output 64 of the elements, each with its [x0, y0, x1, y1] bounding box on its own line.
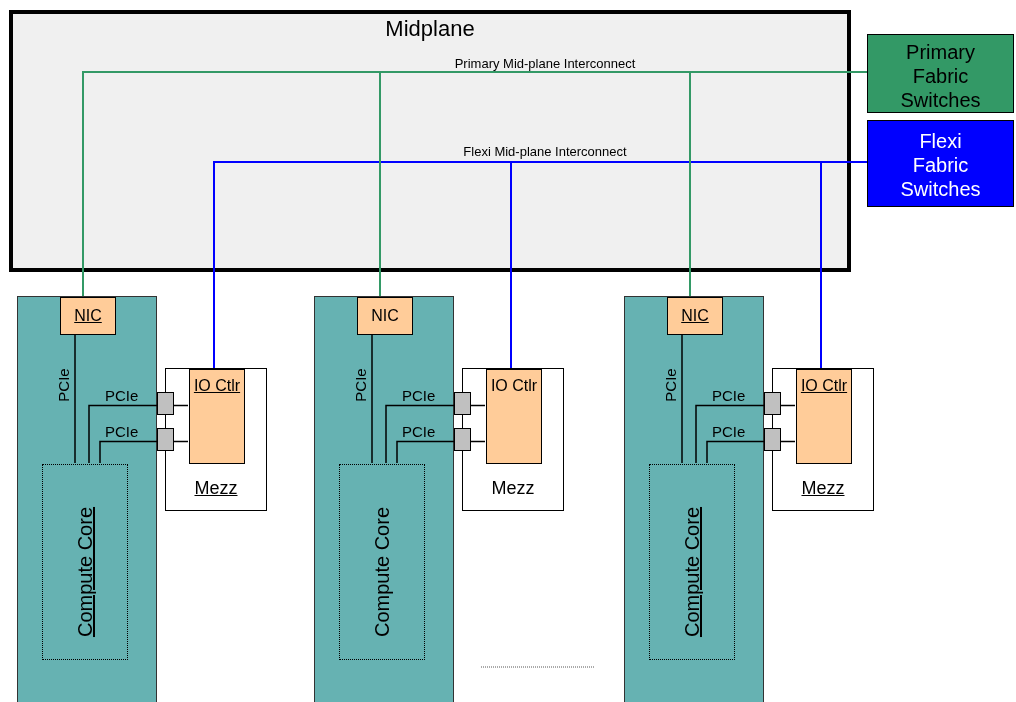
- compute-core-box: [42, 464, 128, 660]
- connector-line: [780, 440, 796, 443]
- connector-block: [764, 392, 781, 415]
- io-controller-label: IO Ctlr: [799, 376, 849, 396]
- connector-line: [706, 440, 765, 464]
- connector-line: [470, 404, 486, 407]
- edge-label: PCIe: [712, 388, 746, 405]
- io-controller-label: IO Ctlr: [192, 376, 242, 396]
- compute-core-label: Compute Core: [680, 506, 704, 637]
- connector-block: [764, 428, 781, 451]
- switch-label: Flexi Fabric Switches: [899, 129, 982, 201]
- connector-block: [157, 392, 174, 415]
- switch-box: [867, 34, 1014, 113]
- edge-label: PCIe: [662, 368, 680, 402]
- connector-block: [157, 428, 174, 451]
- edge-label: PCIe: [105, 424, 139, 441]
- connector-block: [454, 428, 471, 451]
- compute-core-label: Compute Core: [73, 506, 97, 637]
- connector-line: [385, 404, 455, 464]
- compute-core-label: Compute Core: [370, 506, 394, 637]
- mezzanine-card: [462, 368, 564, 511]
- edge-label: Flexi Mid-plane Interconnect: [463, 145, 627, 160]
- mezz-label: Mezz: [193, 478, 239, 500]
- connector-line: [371, 333, 373, 464]
- nic-label: NIC: [370, 306, 400, 326]
- io-controller-box: [486, 369, 542, 464]
- panel-title: Midplane: [385, 16, 475, 43]
- mezz-label: Mezz: [490, 478, 536, 500]
- connector-line: [396, 440, 455, 464]
- edge-label: PCIe: [402, 424, 436, 441]
- connector-line: [74, 333, 76, 464]
- mezz-label: Mezz: [800, 478, 846, 500]
- connector-line: [173, 404, 189, 407]
- connector-line: [99, 440, 158, 464]
- edge-label: PCIe: [402, 388, 436, 405]
- connector-line: [88, 404, 158, 464]
- edge-label: Primary Mid-plane Interconnect: [454, 57, 636, 72]
- nic-label: NIC: [680, 306, 710, 326]
- nic-box: [60, 297, 116, 335]
- io-controller-box: [796, 369, 852, 464]
- switch-box: [867, 120, 1014, 207]
- edge-label: PCIe: [352, 368, 370, 402]
- connector-line: [470, 440, 486, 443]
- server-blade: [17, 296, 157, 702]
- connector-line: [173, 440, 189, 443]
- io-controller-label: IO Ctlr: [489, 376, 539, 396]
- connector-line: [681, 333, 683, 464]
- edge-label: PCIe: [105, 388, 139, 405]
- mezzanine-card: [772, 368, 874, 511]
- connector-line: [780, 404, 796, 407]
- server-blade: [314, 296, 454, 702]
- io-controller-box: [189, 369, 245, 464]
- edge-label: PCIe: [712, 424, 746, 441]
- switch-label: Primary Fabric Switches: [899, 40, 982, 112]
- compute-core-box: [339, 464, 425, 660]
- nic-box: [667, 297, 723, 335]
- nic-box: [357, 297, 413, 335]
- connector-line: [695, 404, 765, 464]
- server-blade: [624, 296, 764, 702]
- compute-core-box: [649, 464, 735, 660]
- connector-block: [454, 392, 471, 415]
- mezzanine-card: [165, 368, 267, 511]
- edge-label: PCIe: [55, 368, 73, 402]
- nic-label: NIC: [73, 306, 103, 326]
